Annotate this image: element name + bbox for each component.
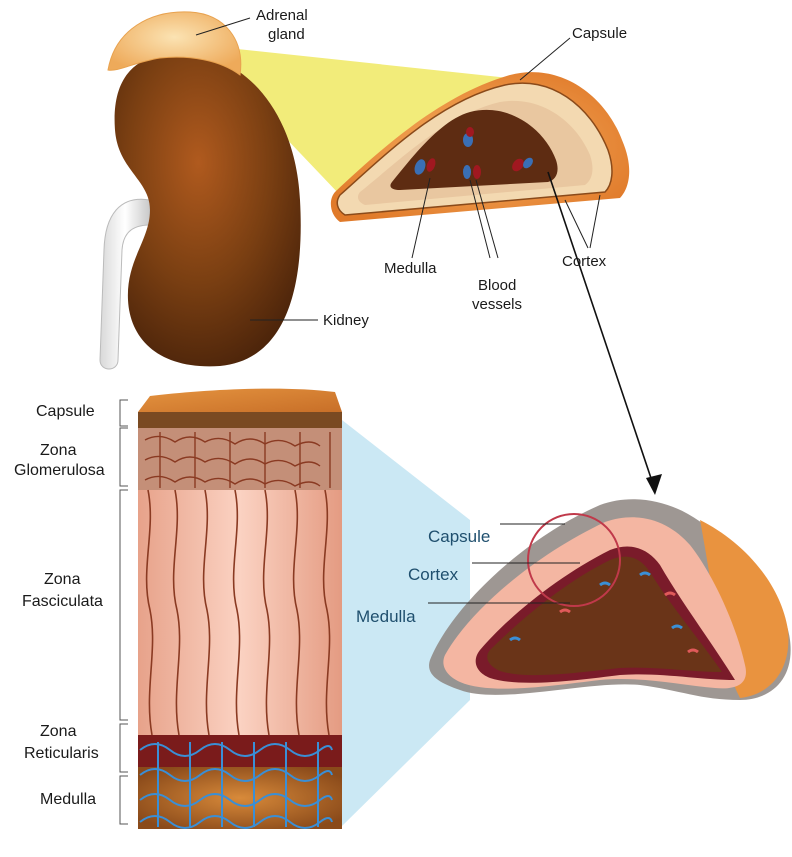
layer-capsule-front [138,412,342,428]
label-cortex-top: Cortex [562,253,607,270]
zoom-arrow [548,172,655,490]
layer-brackets [120,400,128,824]
label-capsule-top: Capsule [572,25,627,42]
label-adrenal-gland: Adrenal gland [256,7,312,43]
label-layer-capsule: Capsule [36,403,95,420]
label-detail-cortex: Cortex [408,565,459,584]
label-layer-reticularis: Zona Reticularis [24,723,99,762]
label-layer-fasciculata: Zona Fasciculata [22,571,103,610]
cortex-layer-column [138,389,342,829]
label-medulla-top: Medulla [384,260,437,277]
layer-fasciculata [138,490,342,735]
label-blood-vessels: Blood vessels [472,277,522,313]
label-detail-medulla: Medulla [356,607,416,626]
label-layer-glomerulosa: Zona Glomerulosa [14,442,105,479]
label-kidney: Kidney [323,312,369,329]
label-layer-medulla: Medulla [40,791,96,808]
label-detail-capsule: Capsule [428,527,490,546]
zoom-arrow-head [646,474,662,495]
layer-reticularis [138,735,342,767]
layer-capsule-top [138,389,342,412]
